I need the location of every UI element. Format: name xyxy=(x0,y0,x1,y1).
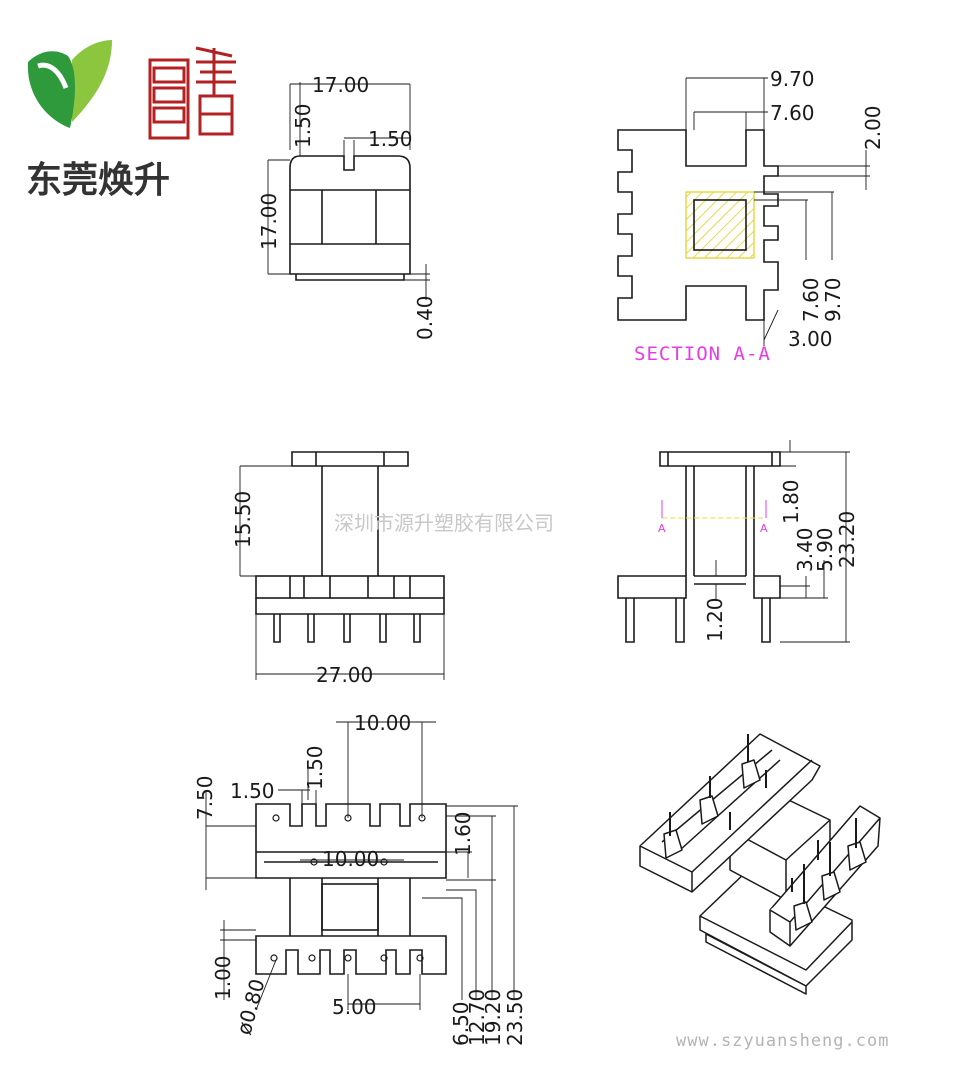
dim-label: 10.00 xyxy=(322,847,379,871)
dim-label: 3.00 xyxy=(788,327,833,351)
dim-label: 9.70 xyxy=(821,277,845,322)
top-view-dim-lines xyxy=(267,82,430,300)
side-view: A A 1.80 3.40 5.90 23.20 1.20 xyxy=(617,440,859,643)
section-dim-lines xyxy=(685,77,870,346)
seal-logo-icon xyxy=(148,46,236,140)
section-mark-left: A xyxy=(658,522,666,535)
website-url: www.szyuansheng.com xyxy=(676,1031,889,1051)
top-view: 17.00 1.50 1.50 17.00 0.40 xyxy=(257,73,437,340)
dim-label: 1.50 xyxy=(230,779,275,803)
section-label: SECTION A-A xyxy=(634,343,771,365)
dim-label: 1.50 xyxy=(291,103,315,148)
dim-label: 1.80 xyxy=(779,479,803,524)
bottom-view: 10.00 1.50 1.50 7.50 1.60 10.00 1.00 ø0.… xyxy=(193,711,527,1046)
bottom-dim-lines xyxy=(205,721,518,1011)
side-view-outline xyxy=(617,451,781,643)
dim-label: 6.50 xyxy=(449,1001,473,1046)
section-mark-right: A xyxy=(760,522,768,535)
pin-holes xyxy=(270,814,426,962)
isometric-view xyxy=(639,733,881,995)
dim-label: 2.00 xyxy=(861,105,885,150)
dim-label: 5.90 xyxy=(813,527,837,572)
bottom-view-outline xyxy=(255,803,447,975)
dim-label: ø0.80 xyxy=(232,976,270,1037)
front-view-outline xyxy=(255,451,445,643)
dim-label: 3.40 xyxy=(793,527,817,572)
dim-label: 7.50 xyxy=(193,775,217,820)
dim-label: 23.50 xyxy=(503,989,527,1046)
section-hatch-area xyxy=(685,191,755,259)
dim-label: 19.20 xyxy=(481,989,505,1046)
dim-label: 17.00 xyxy=(312,73,369,97)
dim-label: 5.00 xyxy=(332,995,377,1019)
section-outline xyxy=(617,129,779,321)
section-cut-line: A A xyxy=(658,500,768,535)
dim-label: 1.20 xyxy=(703,597,727,642)
front-view: 15.50 27.00 xyxy=(231,451,445,687)
company-logo: 东莞焕升 xyxy=(26,40,236,201)
dim-label: 0.40 xyxy=(413,295,437,340)
dim-label: 9.70 xyxy=(770,67,815,91)
top-view-outline xyxy=(289,140,411,281)
watermark-text: 深圳市源升塑胶有限公司 xyxy=(334,511,554,535)
dim-label: 15.50 xyxy=(231,491,255,548)
dim-label: 27.00 xyxy=(316,663,373,687)
dim-label: 1.60 xyxy=(451,811,475,856)
dim-label: 7.60 xyxy=(799,277,823,322)
section-view: 9.70 7.60 2.00 7.60 9.70 3.00 SECTION A-… xyxy=(617,67,885,365)
dim-label: 17.00 xyxy=(257,193,281,250)
dim-label: 10.00 xyxy=(354,711,411,735)
company-name: 东莞焕升 xyxy=(26,160,170,201)
dim-label: 23.20 xyxy=(835,511,859,568)
iso-pins xyxy=(669,734,857,904)
side-dim-lines xyxy=(715,440,850,643)
dim-label: 1.00 xyxy=(211,955,235,1000)
front-dim-lines xyxy=(239,465,445,680)
dim-label: 12.70 xyxy=(465,989,489,1046)
dim-label: 1.50 xyxy=(368,127,413,151)
logo-leaf-light-icon xyxy=(72,40,112,122)
dim-label: 1.50 xyxy=(303,745,327,790)
front-pins xyxy=(273,614,421,643)
logo-leaf-dark-icon xyxy=(27,51,75,129)
dim-label: 7.60 xyxy=(770,101,815,125)
